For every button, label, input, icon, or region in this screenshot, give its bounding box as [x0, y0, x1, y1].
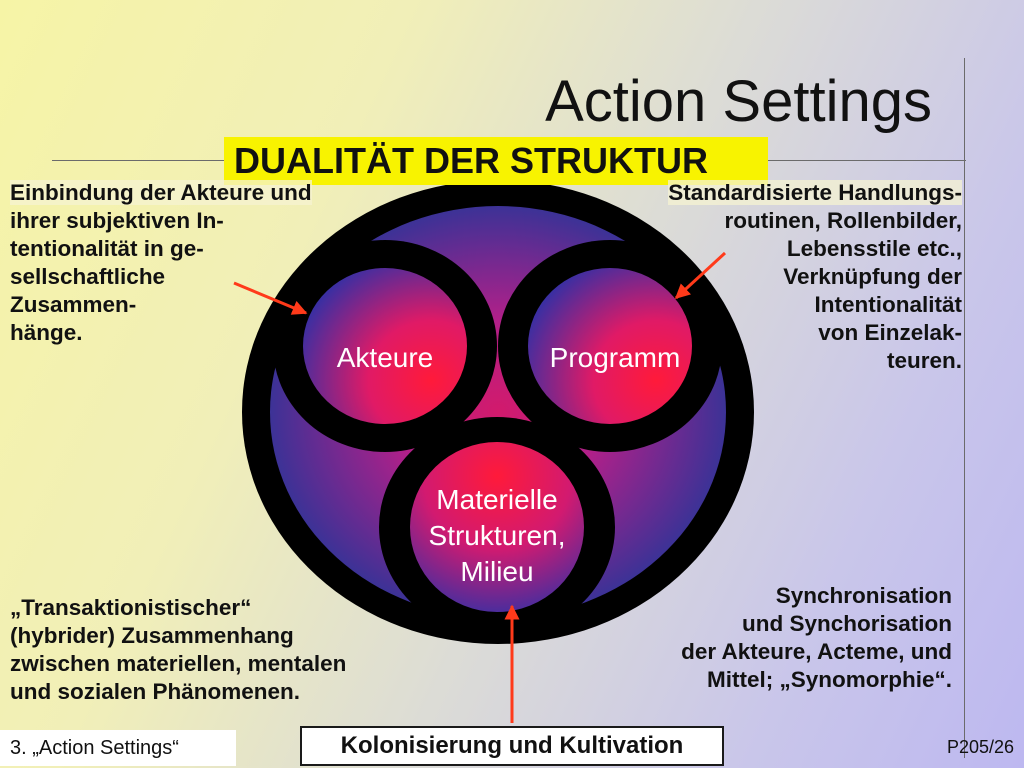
right-annotation-line: von Einzelak-	[818, 320, 962, 345]
left-annotation-line: tentionalität in ge-	[10, 236, 204, 261]
kolonisierung-box: Kolonisierung und Kultivation	[300, 726, 724, 766]
bottom-right-annotation-line: Synchronisation	[775, 583, 952, 608]
bottom-right-annotation-line: und Synchorisation	[741, 611, 952, 636]
akteure-label: Akteure	[336, 342, 434, 373]
right-annotation-line: routinen, Rollenbilder,	[724, 208, 962, 233]
materiell-circle	[410, 442, 584, 612]
right-annotation-line: Lebensstile etc.,	[786, 236, 962, 261]
right-annotation-line: teuren.	[886, 348, 962, 373]
footer-section-label: 3. „Action Settings“	[0, 730, 236, 766]
left-annotation-line: hänge.	[10, 320, 83, 345]
materiell-label-line: Milieu	[460, 556, 534, 587]
left-annotation-line: ihrer subjektiven In-	[10, 208, 224, 233]
bottom-left-annotation: „Transaktionistischer“ (hybrider) Zusamm…	[10, 594, 346, 706]
bottom-left-annotation-line: „Transaktionistischer“	[10, 595, 252, 620]
left-annotation-line: sellschaftliche	[10, 264, 166, 289]
left-annotation-line: Einbindung der Akteure und	[10, 180, 312, 205]
bottom-right-annotation: Synchronisation und Synchorisation der A…	[681, 582, 952, 694]
right-divider	[964, 58, 965, 758]
bottom-left-annotation-line: (hybrider) Zusammenhang	[10, 623, 294, 648]
materiell-label-line: Materielle	[436, 484, 558, 515]
bottom-left-annotation-line: zwischen materiellen, mentalen	[10, 651, 347, 676]
left-annotation-line: Zusammen-	[10, 292, 137, 317]
bottom-right-annotation-line: der Akteure, Acteme, und	[681, 639, 952, 664]
arrow-left	[233, 281, 308, 315]
right-annotation-line: Intentionalität	[814, 292, 963, 317]
materiell-label: Materielle Strukturen, Milieu	[407, 482, 587, 590]
arrow-right	[674, 251, 727, 300]
akteure-circle	[303, 268, 467, 424]
bottom-left-annotation-line: und sozialen Phänomenen.	[10, 679, 301, 704]
programm-circle	[528, 268, 692, 424]
bottom-right-annotation-line: Mittel; „Synomorphie“.	[706, 667, 952, 692]
slide-title: Action Settings	[545, 69, 932, 134]
left-annotation: Einbindung der Akteure und ihrer subjekt…	[10, 179, 312, 347]
right-annotation: Standardisierte Handlungs- routinen, Rol…	[668, 179, 962, 375]
materiell-label-line: Strukturen,	[428, 520, 566, 551]
right-annotation-line: Standardisierte Handlungs-	[668, 180, 962, 205]
duality-banner: DUALITÄT DER STRUKTUR	[224, 137, 768, 185]
programm-label: Programm	[549, 342, 681, 373]
right-annotation-line: Verknüpfung der	[783, 264, 962, 289]
footer-page-number: P205/26	[946, 737, 1014, 757]
